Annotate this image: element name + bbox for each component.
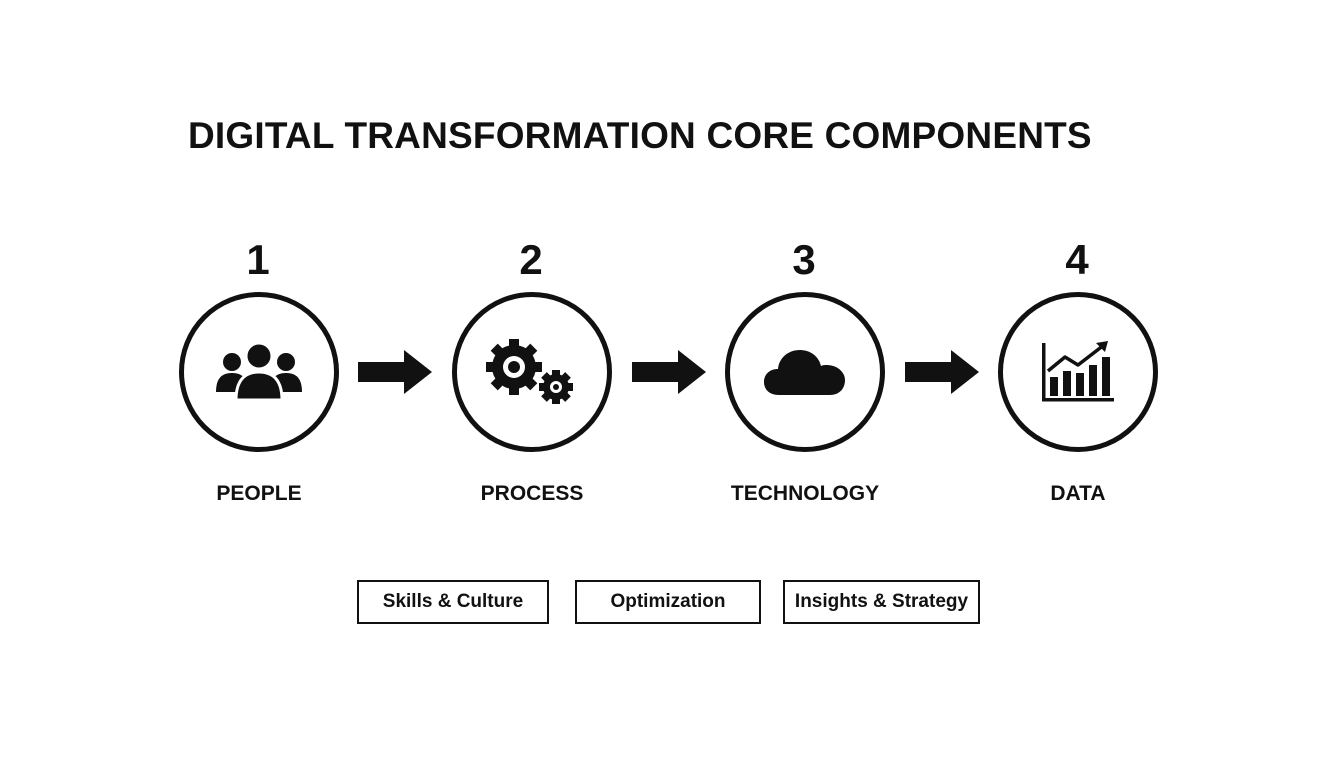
- gears-icon: [486, 339, 573, 404]
- step-circle-technology: [725, 292, 885, 452]
- step-label-data: DATA: [1050, 482, 1106, 505]
- people-icon: [216, 341, 302, 402]
- diagram-title: DIGITAL TRANSFORMATION CORE COMPONENTS: [188, 115, 1092, 156]
- step-number-2: 2: [519, 236, 543, 283]
- arrow-right-icon: [632, 350, 706, 394]
- step-circle-data: [998, 292, 1158, 452]
- arrow-right-icon: [358, 350, 432, 394]
- step-circle-people: [179, 292, 339, 452]
- step-number-4: 4: [1065, 236, 1089, 283]
- tag-skills-culture: Skills & Culture: [357, 580, 549, 624]
- bar-chart-icon: [1042, 341, 1114, 402]
- step-label-process: PROCESS: [480, 482, 584, 505]
- step-number-3: 3: [792, 236, 816, 283]
- step-label-technology: TECHNOLOGY: [730, 482, 880, 505]
- step-label-people: PEOPLE: [216, 482, 302, 505]
- step-circle-process: [452, 292, 612, 452]
- step-number-1: 1: [246, 236, 270, 283]
- tag-insights-strategy: Insights & Strategy: [783, 580, 980, 624]
- tag-optimization: Optimization: [575, 580, 761, 624]
- arrow-right-icon: [905, 350, 979, 394]
- cloud-icon: [764, 350, 845, 395]
